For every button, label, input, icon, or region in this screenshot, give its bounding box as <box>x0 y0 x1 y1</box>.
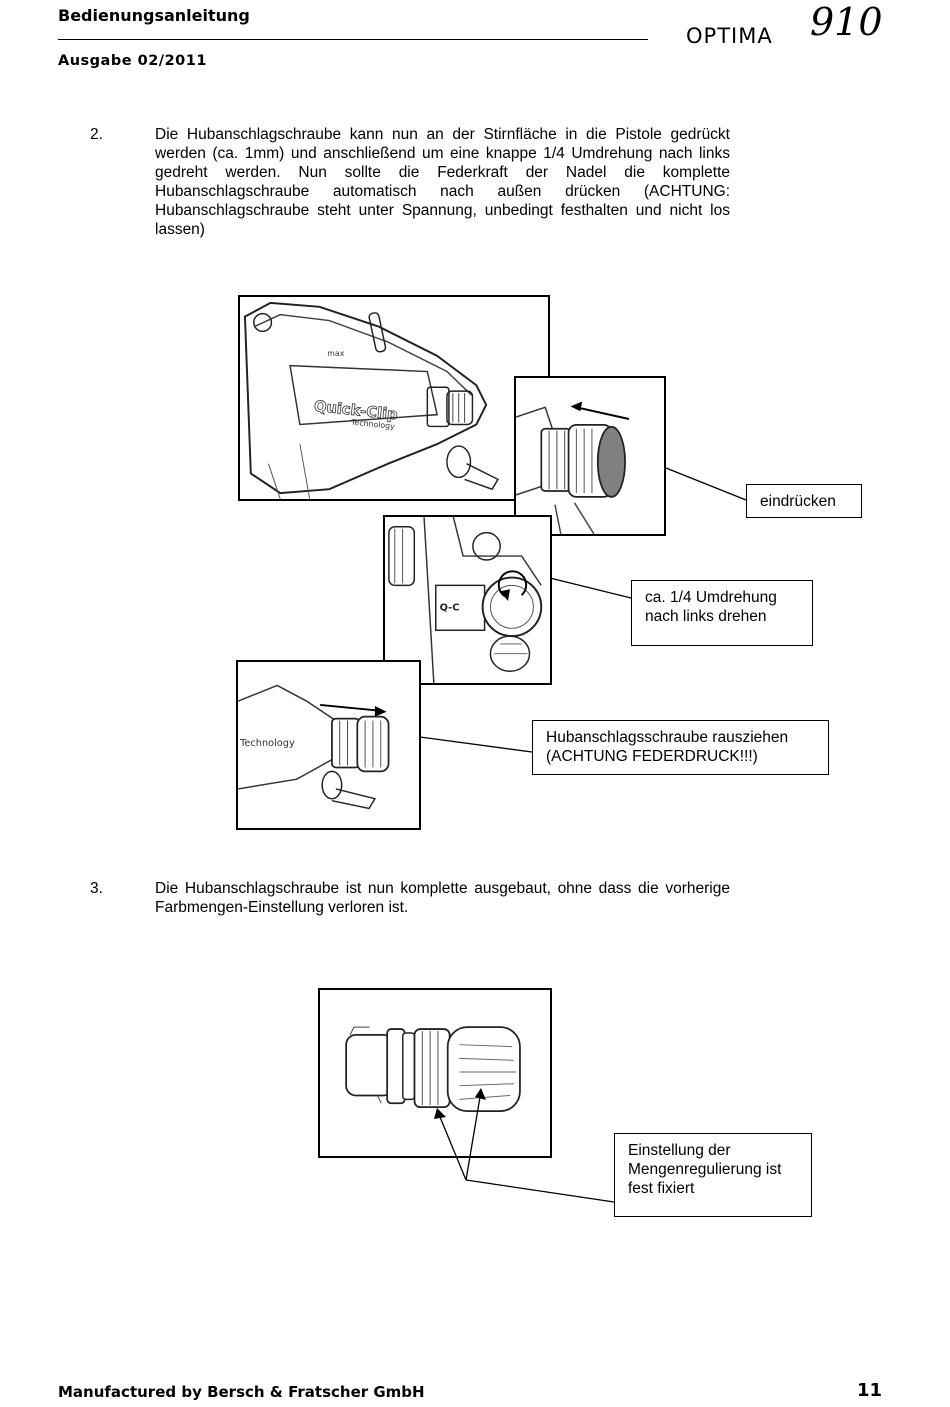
knob-rotate-drawing: Q-C <box>388 517 543 683</box>
step-text: Die Hubanschlagschraube ist nun komplett… <box>155 880 730 916</box>
callout-turn: ca. 1/4 Umdrehung nach links drehen <box>631 580 813 646</box>
connector-press <box>665 467 747 501</box>
callout-press: eindrücken <box>746 484 862 518</box>
edition-label: Ausgabe 02/2011 <box>58 53 207 69</box>
connector-turn <box>549 577 632 599</box>
callout-pull-line-1: Hubanschlagsschraube rausziehen <box>546 729 789 746</box>
callout-press-text: eindrücken <box>760 493 836 510</box>
knob-pull-drawing: Technology <box>238 684 390 810</box>
removed-screw-drawing <box>345 1026 521 1112</box>
callout-fixed-line-1: Einstellung der <box>628 1142 731 1159</box>
header-rule <box>58 39 648 40</box>
manufacturer-footer: Manufactured by Bersch & Fratscher GmbH <box>58 1383 425 1401</box>
knob-press-photo <box>514 376 666 536</box>
gun-overview-drawing: max Quick-Clip Technology <box>243 301 499 499</box>
brand-mark: max <box>327 349 344 358</box>
knob-press-drawing <box>516 401 630 534</box>
document-title: Bedienungsanleitung <box>58 6 250 25</box>
step-number: 2. <box>90 126 103 143</box>
callout-pull: Hubanschlagsschraube rausziehen (ACHTUNG… <box>532 720 829 775</box>
gun-overview-photo: max Quick-Clip Technology <box>238 295 550 501</box>
callout-fixed-line-2: Mengenregulierung ist <box>628 1161 782 1178</box>
page-number: 11 <box>856 1380 882 1401</box>
callout-turn-line-1: ca. 1/4 Umdrehung <box>645 589 777 606</box>
optima-logo: OPTIMA 910 <box>686 0 883 52</box>
callout-turn-line-2: nach links drehen <box>645 608 767 625</box>
connector-pull <box>419 736 533 753</box>
removed-screw-photo <box>318 988 552 1158</box>
svg-text:Technology: Technology <box>239 738 295 749</box>
step-text: Die Hubanschlagschraube kann nun an der … <box>155 126 730 238</box>
logo-number: 910 <box>810 0 883 44</box>
knob-rotate-photo: Q-C <box>383 515 552 685</box>
step-number: 3. <box>90 880 103 897</box>
svg-text:Q-C: Q-C <box>440 603 460 614</box>
callout-fixed: Einstellung der Mengenregulierung ist fe… <box>614 1133 812 1217</box>
callout-fixed-line-3: fest fixiert <box>628 1180 695 1197</box>
callout-pull-line-2: (ACHTUNG FEDERDRUCK!!!) <box>546 748 758 765</box>
knob-pull-photo: Technology <box>236 660 421 830</box>
logo-word: OPTIMA <box>686 24 773 48</box>
